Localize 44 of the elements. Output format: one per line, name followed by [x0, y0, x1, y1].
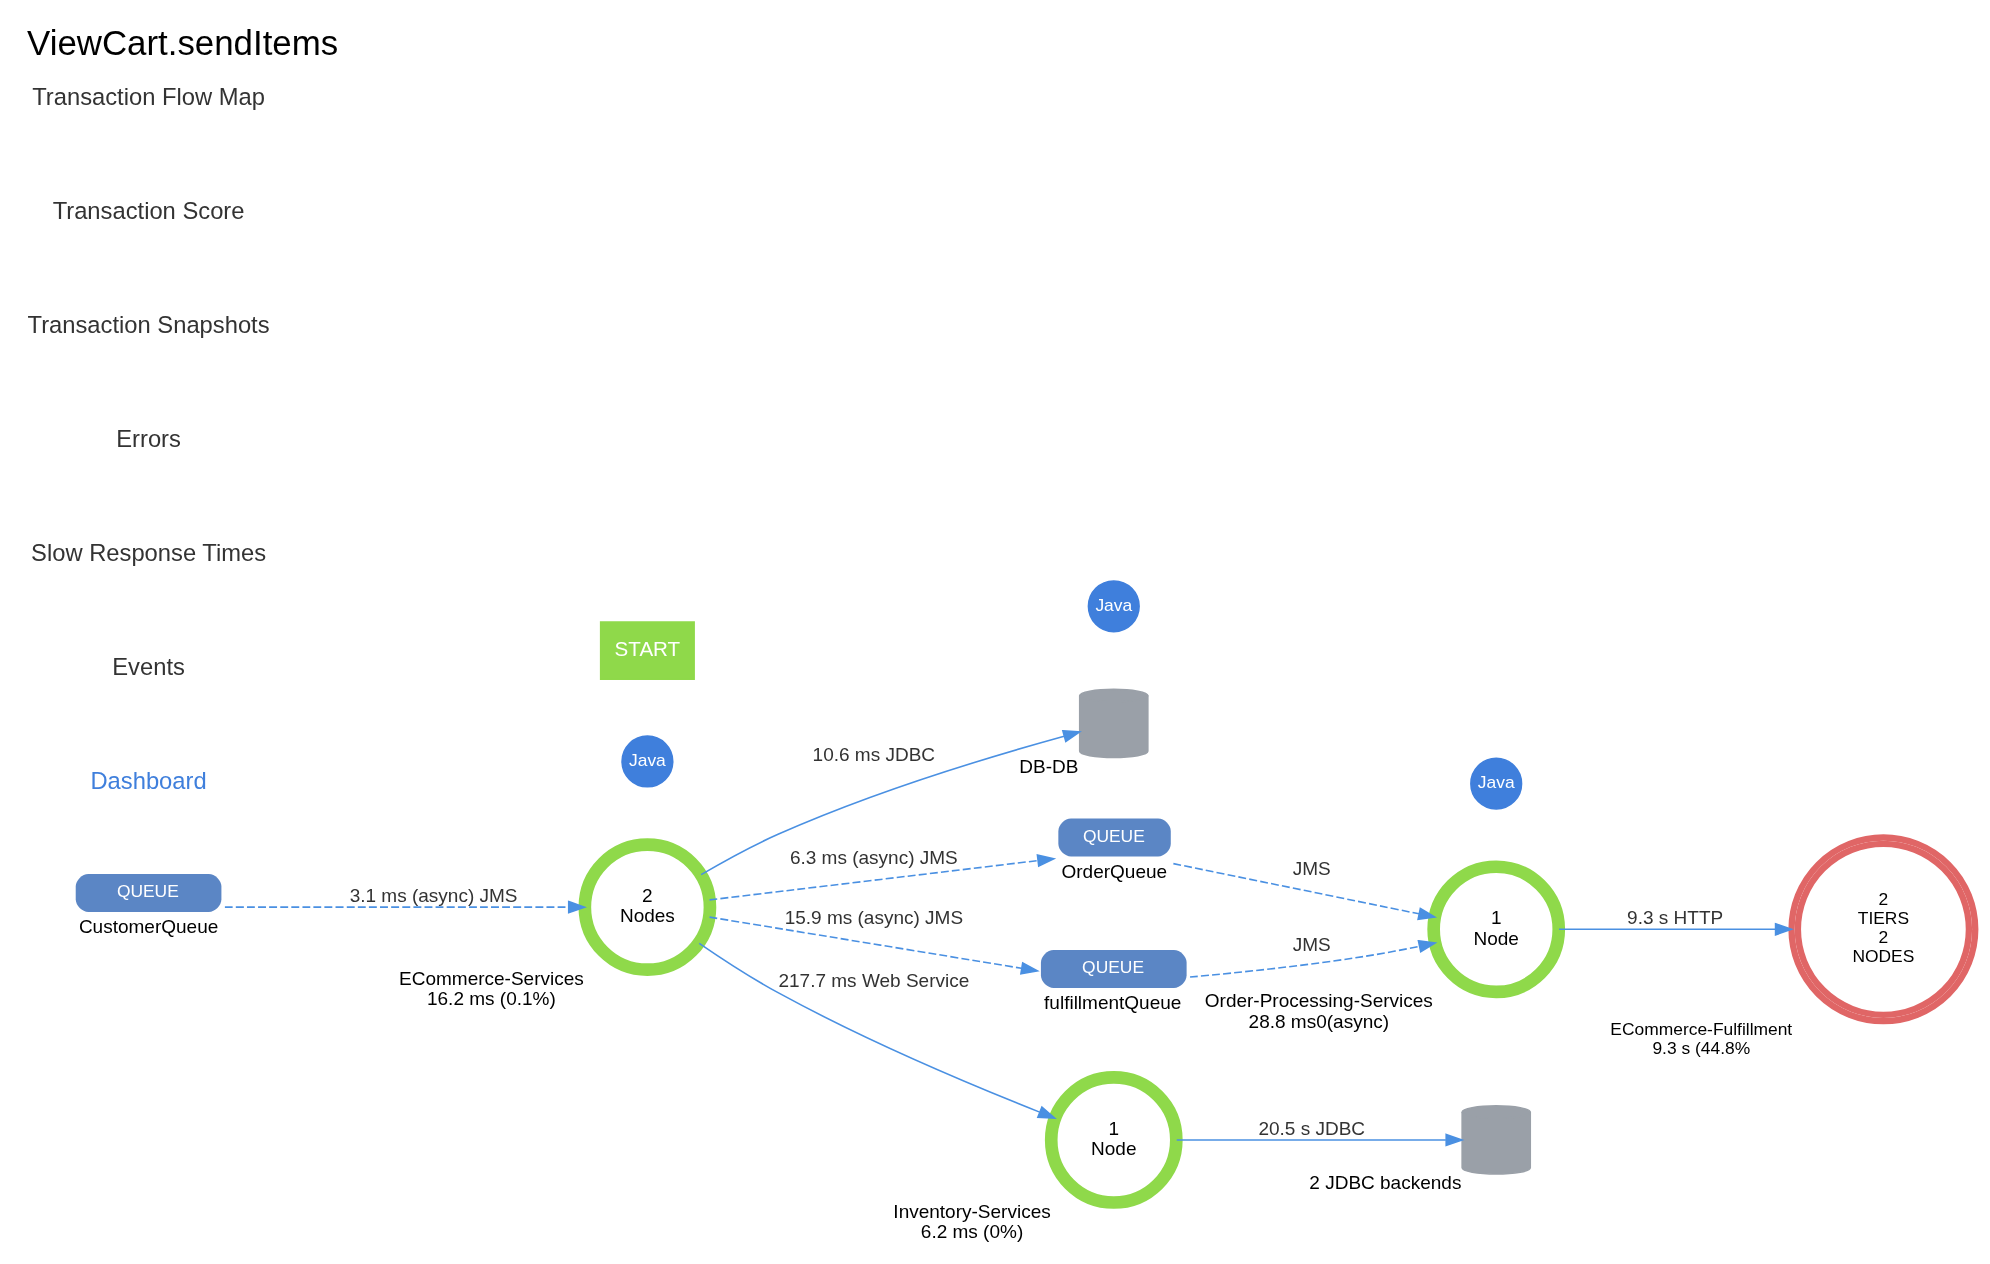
- arrow: [698, 942, 1057, 1119]
- label: Dashboard: [90, 767, 207, 795]
- node-circle: Java: [621, 735, 674, 788]
- node-label: 9.3 s (44.8%: [1652, 1038, 1751, 1059]
- arrow: [708, 854, 1057, 901]
- arrow: [1189, 939, 1438, 978]
- node-box: QUEUE: [1040, 949, 1187, 988]
- node-circle: 2 TIERS 2 NODES: [1788, 834, 1979, 1025]
- label: Transaction Flow Map: [32, 83, 265, 111]
- arrow: [1175, 1133, 1465, 1147]
- arrow: [1172, 862, 1438, 921]
- node-label: OrderQueue: [1061, 861, 1168, 883]
- node-circle: Java: [1470, 757, 1523, 810]
- label: Transaction Snapshots: [27, 311, 270, 339]
- node-label: fulfillmentQueue: [1044, 992, 1182, 1014]
- arrow: [1558, 922, 1794, 936]
- arrow: [708, 916, 1040, 975]
- arrow: [700, 729, 1082, 876]
- edge-label: 3.1 ms (async) JMS: [349, 884, 518, 906]
- node-label: 16.2 ms (0.1%): [427, 988, 556, 1010]
- edge-label: 9.3 s HTTP: [1627, 906, 1724, 928]
- node-label: 2 JDBC backends: [1309, 1172, 1462, 1194]
- label: Slow Response Times: [31, 539, 267, 567]
- label: Errors: [116, 425, 181, 453]
- node-label: CustomerQueue: [78, 916, 219, 938]
- edge-label: JMS: [1292, 857, 1331, 879]
- edge-label: JMS: [1292, 933, 1331, 955]
- edge-label: 6.3 ms (async) JMS: [789, 846, 958, 868]
- diagram-title: ViewCart.sendItems: [27, 22, 339, 62]
- node-box: START: [599, 621, 695, 680]
- node-box: QUEUE: [75, 873, 222, 912]
- label: Transaction Score: [52, 197, 245, 225]
- edge-label: 20.5 s JDBC: [1258, 1117, 1366, 1139]
- node-circle: 1 Node: [1044, 1071, 1183, 1209]
- node-label: 28.8 ms0(async): [1248, 1010, 1390, 1032]
- arrow: [224, 900, 587, 914]
- node-label: DB-DB: [1019, 755, 1079, 777]
- node-circle: Java: [1087, 580, 1140, 633]
- node-box: QUEUE: [1058, 818, 1171, 857]
- edge-label: 217.7 ms Web Service: [778, 970, 970, 992]
- edge-label: 10.6 ms JDBC: [812, 743, 936, 765]
- edge-label: 15.9 ms (async) JMS: [784, 906, 964, 928]
- label: Events: [112, 653, 185, 681]
- node-label: 6.2 ms (0%): [920, 1221, 1024, 1243]
